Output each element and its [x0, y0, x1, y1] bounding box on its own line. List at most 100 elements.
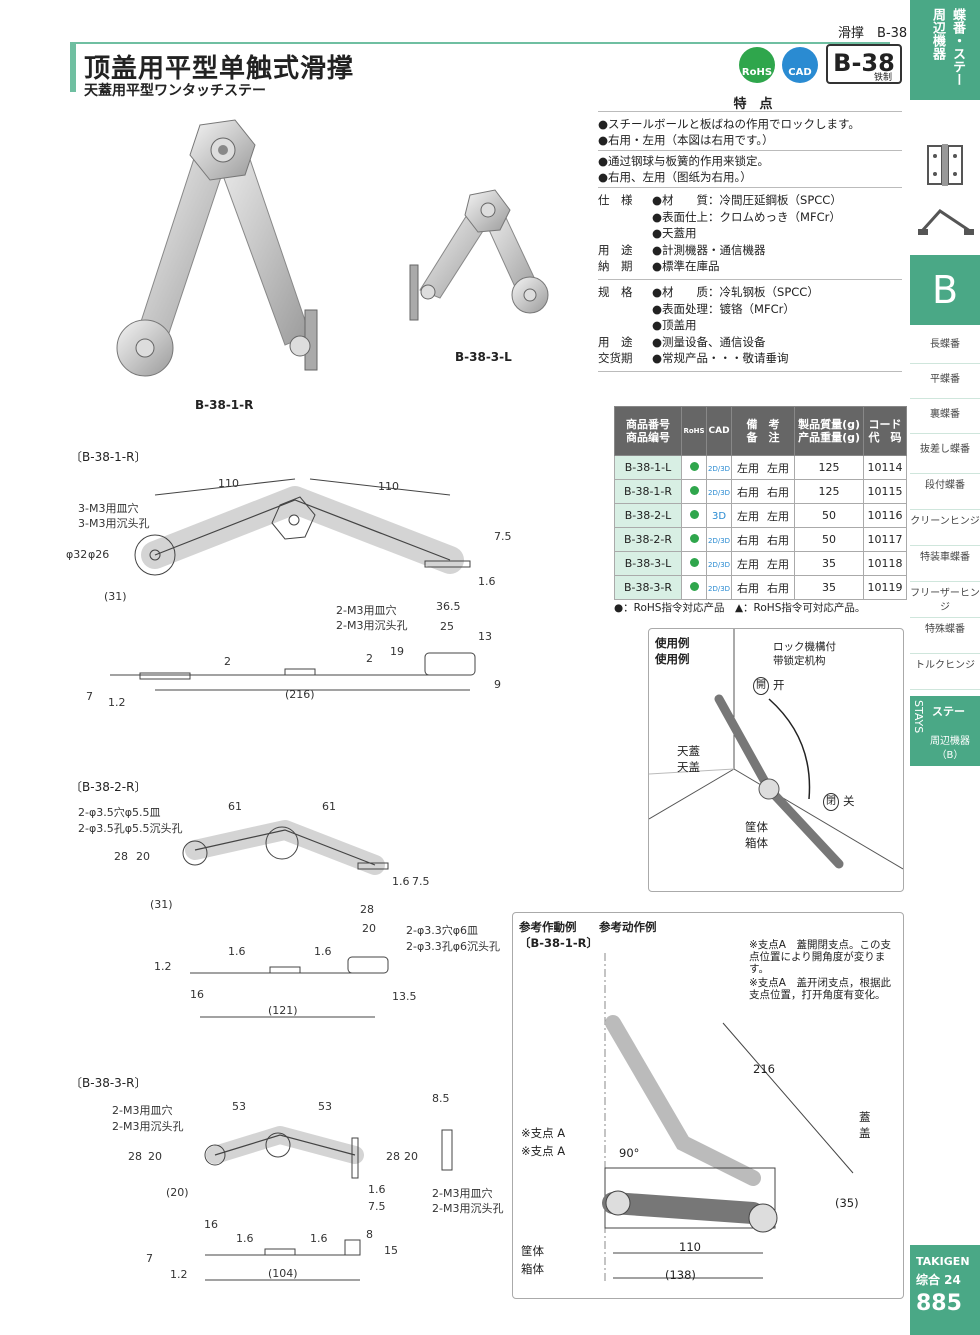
sidebar-item-6[interactable]: 特装車蝶番 [910, 548, 980, 582]
cell-product-code: B-38-2-R [614, 527, 682, 552]
reference-title-cn: 参考动作例 [599, 920, 657, 934]
sidebar-item-7[interactable]: フリーザーヒンジ [910, 584, 980, 618]
d1-75: 7.5 [494, 530, 512, 543]
drawing2-svg [182, 820, 389, 1018]
note-cn: 左用 [767, 557, 790, 571]
sidebar-item-9[interactable]: トルクヒンジ [910, 656, 980, 690]
drawing3-label: 〔B-38-3-R〕 [70, 1076, 147, 1090]
note-jp: 右用 [737, 533, 760, 547]
drawing3-svg [204, 1126, 453, 1281]
ref-90: 90° [619, 1146, 640, 1160]
ref-110: 110 [679, 1240, 701, 1254]
features-rule [598, 187, 902, 188]
feature-cn-1: ●右用、左用（图纸为右用。） [598, 170, 752, 184]
cell-cad: 2D/3D [705, 551, 733, 576]
cell-product-code: B-38-1-R [614, 479, 682, 504]
spec-label: 仕 様 [598, 193, 633, 207]
note-cn: 右用 [767, 533, 790, 547]
feature-jp-0: ●スチールボールと板ばねの作用でロックします。 [598, 117, 860, 131]
note-jp: 左用 [737, 557, 760, 571]
d2-135: 13.5 [392, 990, 417, 1003]
d1-19: 19 [390, 645, 404, 658]
rohs-dot-icon [689, 510, 699, 519]
spec-value: ●天蓋用 [652, 226, 697, 240]
ref-lid-jp: 蓋 [859, 1110, 871, 1124]
spec-value: ●計測機器・通信機器 [652, 242, 766, 257]
lock-label-cn: 带锁定机构 [773, 655, 826, 667]
d3-16: 1.6 [368, 1183, 386, 1196]
sidebar-item-2[interactable]: 裏蝶番 [910, 405, 980, 434]
spec-label: 规 格 [598, 285, 633, 299]
d3-12: 1.2 [170, 1268, 188, 1281]
d1-13: 13 [478, 630, 492, 643]
d1-2b: 2 [366, 652, 373, 665]
sidebar-item-stays-active[interactable] [910, 696, 980, 766]
drawing1-svg [110, 478, 476, 691]
usage-illustration [649, 629, 903, 870]
feature-cn-0: ●通过钢球与板簧的作用来锁定。 [598, 154, 770, 168]
product-label-small: B-38-3-L [455, 350, 512, 364]
cell-rohs [681, 527, 707, 552]
d3-hole-jp: 2-M3用皿穴 [112, 1104, 173, 1117]
sidebar-item-3[interactable]: 抜差し蝶番 [910, 440, 980, 474]
stays-label: ステー [932, 705, 965, 718]
sidebar-item-4[interactable]: 段付蝶番 [910, 476, 980, 510]
cell-cad: 3D [705, 503, 733, 528]
d2-61b: 61 [322, 800, 336, 813]
th-note: 備 考 备 注 [731, 406, 796, 456]
brand-label: TAKIGEN [916, 1255, 970, 1268]
reference-note-cn: ※支点A 盖开闭支点，根据此支点位置，打开角度有变化。 [749, 977, 891, 1001]
d3-16b: 1.6 [310, 1232, 328, 1245]
sidebar-letter-b[interactable]: B [910, 255, 980, 325]
cell-weight: 125 [794, 479, 865, 504]
drawing2-label: 〔B-38-2-R〕 [70, 780, 147, 794]
lid-label-cn: 天盖 [677, 760, 700, 774]
d3-75: 7.5 [368, 1200, 386, 1213]
note-cn: 右用 [767, 485, 790, 499]
d3-53a: 53 [232, 1100, 246, 1113]
ref-box-cn: 箱体 [521, 1262, 544, 1276]
d2-20: 20 [136, 850, 150, 863]
sidebar-category-header[interactable]: 蝶番・ステー 周辺機器 [910, 0, 980, 100]
ref-138: (138) [665, 1268, 696, 1282]
features-rule [598, 150, 902, 151]
d3-20b: 20 [404, 1150, 418, 1163]
d1-9: 9 [494, 678, 501, 691]
th-cad: CAD [705, 406, 733, 456]
note-jp: 左用 [737, 509, 760, 523]
spec-label: 用 途 [598, 242, 633, 257]
stay-icon[interactable] [918, 205, 974, 239]
reference-box: 参考作動例 参考动作例 〔B-38-1-R〕 ※支点A 蓋開閉支点。この支点位置… [512, 912, 904, 1299]
cell-product-code: B-38-1-L [614, 455, 682, 480]
sidebar-item-1[interactable]: 平蝶番 [910, 370, 980, 399]
reference-note-jp: ※支点A 蓋開閉支点。この支点位置により開角度が変ります。 [749, 939, 891, 975]
features-rule [598, 111, 902, 112]
product-table: 商品番号 商品编号 RoHS CAD 備 考 备 注 製品質量(g) 产品重量(… [614, 406, 908, 600]
cad-format: 3D [711, 511, 727, 522]
open-mark: 開 [753, 677, 769, 695]
d3-7: 7 [146, 1252, 153, 1265]
sidebar-item-5[interactable]: クリーンヒンジ [910, 512, 980, 546]
d3-20p: (20) [166, 1186, 189, 1199]
sidebar-item-0[interactable]: 長蝶番 [910, 335, 980, 364]
sidebar-item-8[interactable]: 特殊蝶番 [910, 620, 980, 654]
d1-hole-cn: 3-M3用沉头孔 [78, 517, 150, 530]
d2-hole2-jp: 2-φ3.3穴φ6皿 [406, 924, 478, 937]
page-subtitle: 天蓋用平型ワンタッチステー [84, 83, 266, 99]
th-weight: 製品質量(g) 产品重量(g) [794, 406, 865, 456]
d1-110b: 110 [378, 480, 399, 493]
note-jp: 左用 [737, 461, 760, 475]
header-category-code: 滑撑 B-38 [838, 26, 908, 41]
cell-rohs [681, 551, 707, 576]
hinge-icon[interactable] [922, 140, 968, 190]
usage-title-cn: 使用例 [655, 652, 690, 666]
d3-28: 28 [128, 1150, 142, 1163]
cell-note: 右用右用 [731, 479, 796, 504]
d1-12: 1.2 [108, 696, 126, 709]
d2-16a: 1.6 [228, 945, 246, 958]
cell-ref-code: 10118 [863, 551, 908, 576]
spec-value: ●表面处理：镀铬（MFCr） [652, 301, 795, 316]
